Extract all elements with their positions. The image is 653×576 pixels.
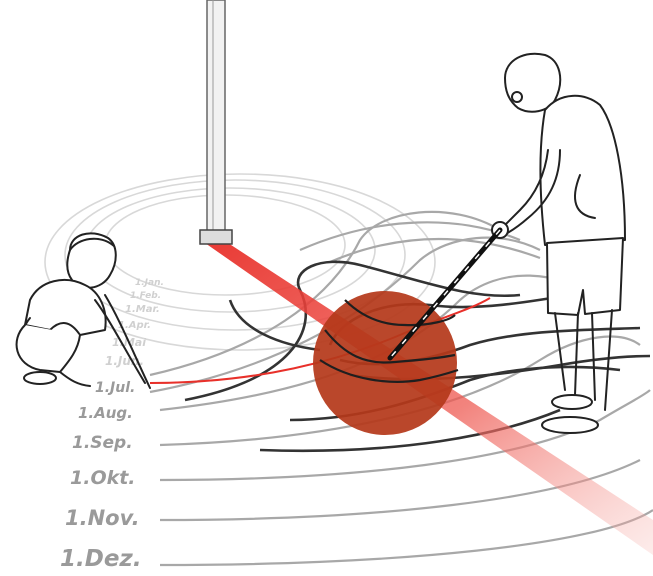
label-sep: 1.Sep.	[72, 433, 133, 453]
gnomon-pole	[200, 0, 232, 244]
label-jul: 1.Jul.	[95, 380, 135, 396]
label-okt: 1.Okt.	[70, 467, 136, 489]
label-aug: 1.Aug.	[78, 404, 133, 422]
label-jan: 1.Jan.	[135, 278, 164, 288]
label-mar: 1.Mar.	[125, 304, 160, 315]
label-feb: 1.Feb.	[130, 291, 161, 301]
label-nov: 1.Nov.	[65, 506, 140, 530]
label-dez: 1.Dez.	[60, 546, 142, 572]
